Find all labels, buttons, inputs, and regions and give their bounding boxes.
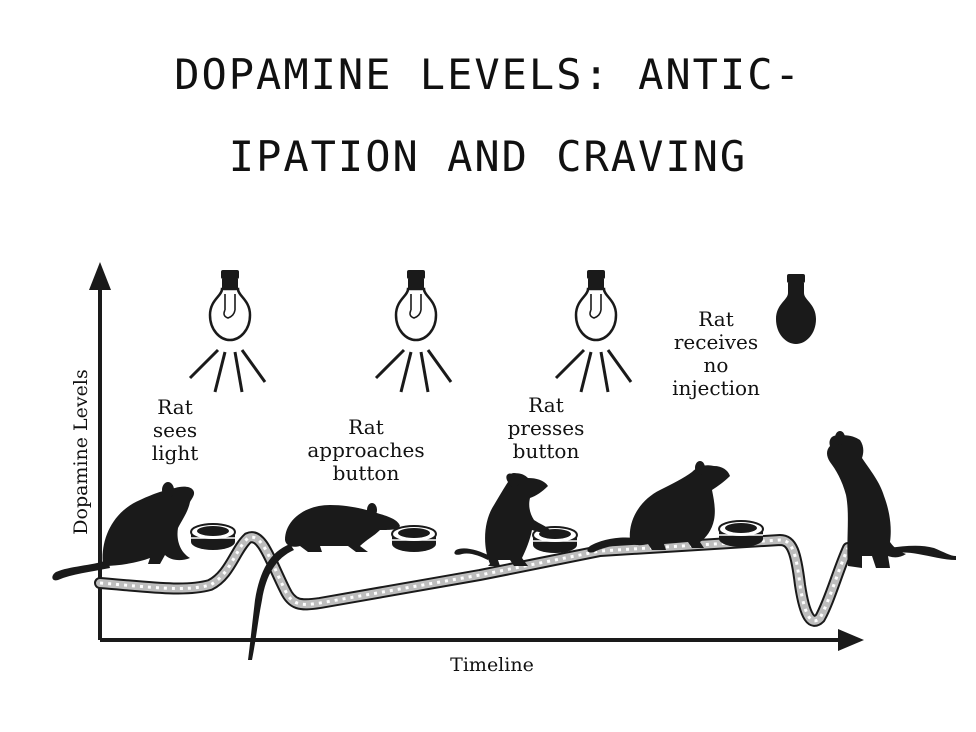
stage-label-no-injection: Rat receives no injection	[656, 308, 776, 400]
stage-label-approaches-button: Rat approaches button	[286, 416, 446, 485]
stage-label-line: Rat	[528, 393, 564, 417]
stage-label-line: injection	[672, 376, 760, 400]
stage-label-line: receives	[673, 330, 759, 354]
button-icon	[391, 525, 437, 553]
stage-label-line: light	[151, 441, 199, 465]
light-bulb-on-icon	[554, 268, 633, 394]
rat-icon	[827, 431, 956, 568]
light-bulb-on-icon	[374, 268, 453, 394]
light-bulb-on-icon	[188, 268, 267, 394]
stage-label-sees-light: Rat sees light	[130, 396, 220, 465]
stage-label-line: sees	[152, 418, 198, 442]
title-line-1: DOPAMINE LEVELS: ANTIC-	[174, 50, 802, 99]
stage-label-line: presses	[507, 416, 585, 440]
stage-label-line: no	[703, 353, 729, 377]
button-icon	[190, 523, 236, 551]
stage-label-line: Rat	[698, 307, 734, 331]
stage-label-line: Rat	[157, 395, 193, 419]
stage-label-line: button	[332, 461, 400, 485]
y-axis-label: Dopamine Levels	[70, 369, 92, 534]
button-icon	[718, 520, 764, 548]
dopamine-curve	[94, 531, 854, 627]
stage-label-presses-button: Rat presses button	[486, 394, 606, 463]
rat-icon	[454, 473, 550, 566]
stage-label-line: approaches	[307, 438, 425, 462]
x-axis-label: Timeline	[450, 654, 534, 676]
rat-icon	[52, 482, 195, 581]
title-line-2: IPATION AND CRAVING	[228, 132, 748, 181]
stage-label-line: Rat	[348, 415, 384, 439]
rat-icon	[587, 461, 730, 553]
rat-icon	[248, 503, 400, 660]
light-bulb-off-icon	[776, 274, 816, 344]
x-axis	[100, 629, 864, 651]
stage-label-line: button	[512, 439, 580, 463]
